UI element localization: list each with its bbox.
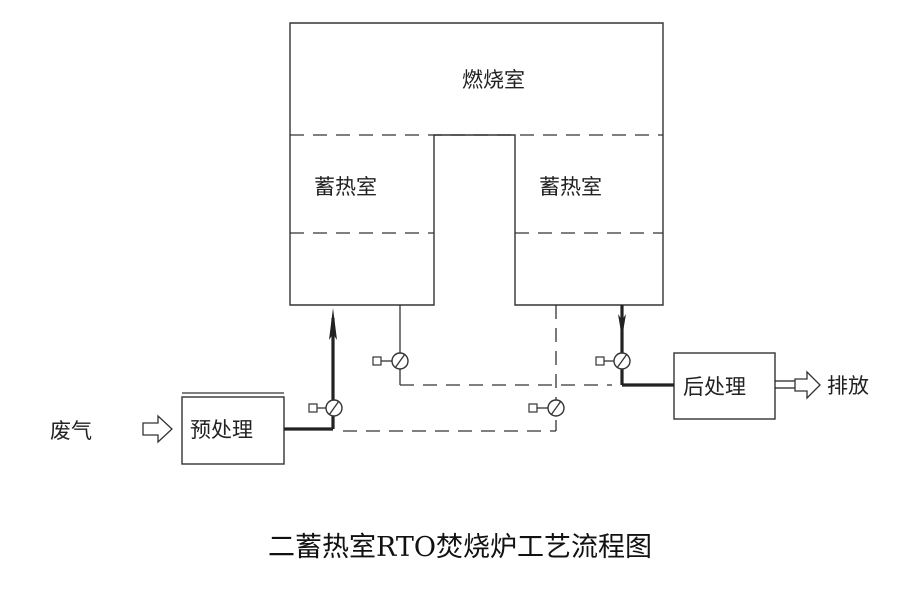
left-regenerator-label: 蓄热室: [314, 175, 377, 199]
discharge-label: 排放: [827, 374, 869, 398]
inlet-arrow-icon: [142, 414, 173, 444]
flow-up-arrow-icon: [329, 308, 337, 340]
furnace-outline: [289, 22, 664, 306]
pretreatment-label: 预处理: [190, 418, 253, 442]
flow-down-arrow-icon: [618, 314, 626, 338]
diagram-caption: 二蓄热室RTO焚烧炉工艺流程图: [268, 532, 652, 563]
valve-right-outlet: [595, 352, 631, 370]
valve-left-bypass: [372, 352, 409, 370]
outlet-arrow-icon: [794, 370, 821, 400]
waste-gas-label: 废气: [50, 419, 92, 443]
post-treatment-label: 后处理: [683, 375, 746, 399]
right-regenerator-label: 蓄热室: [539, 175, 602, 199]
valve-left-inlet: [308, 399, 343, 417]
valve-right-bypass: [528, 399, 565, 417]
combustion-chamber-label: 燃烧室: [462, 68, 525, 92]
pretreatment-box: [181, 396, 285, 465]
